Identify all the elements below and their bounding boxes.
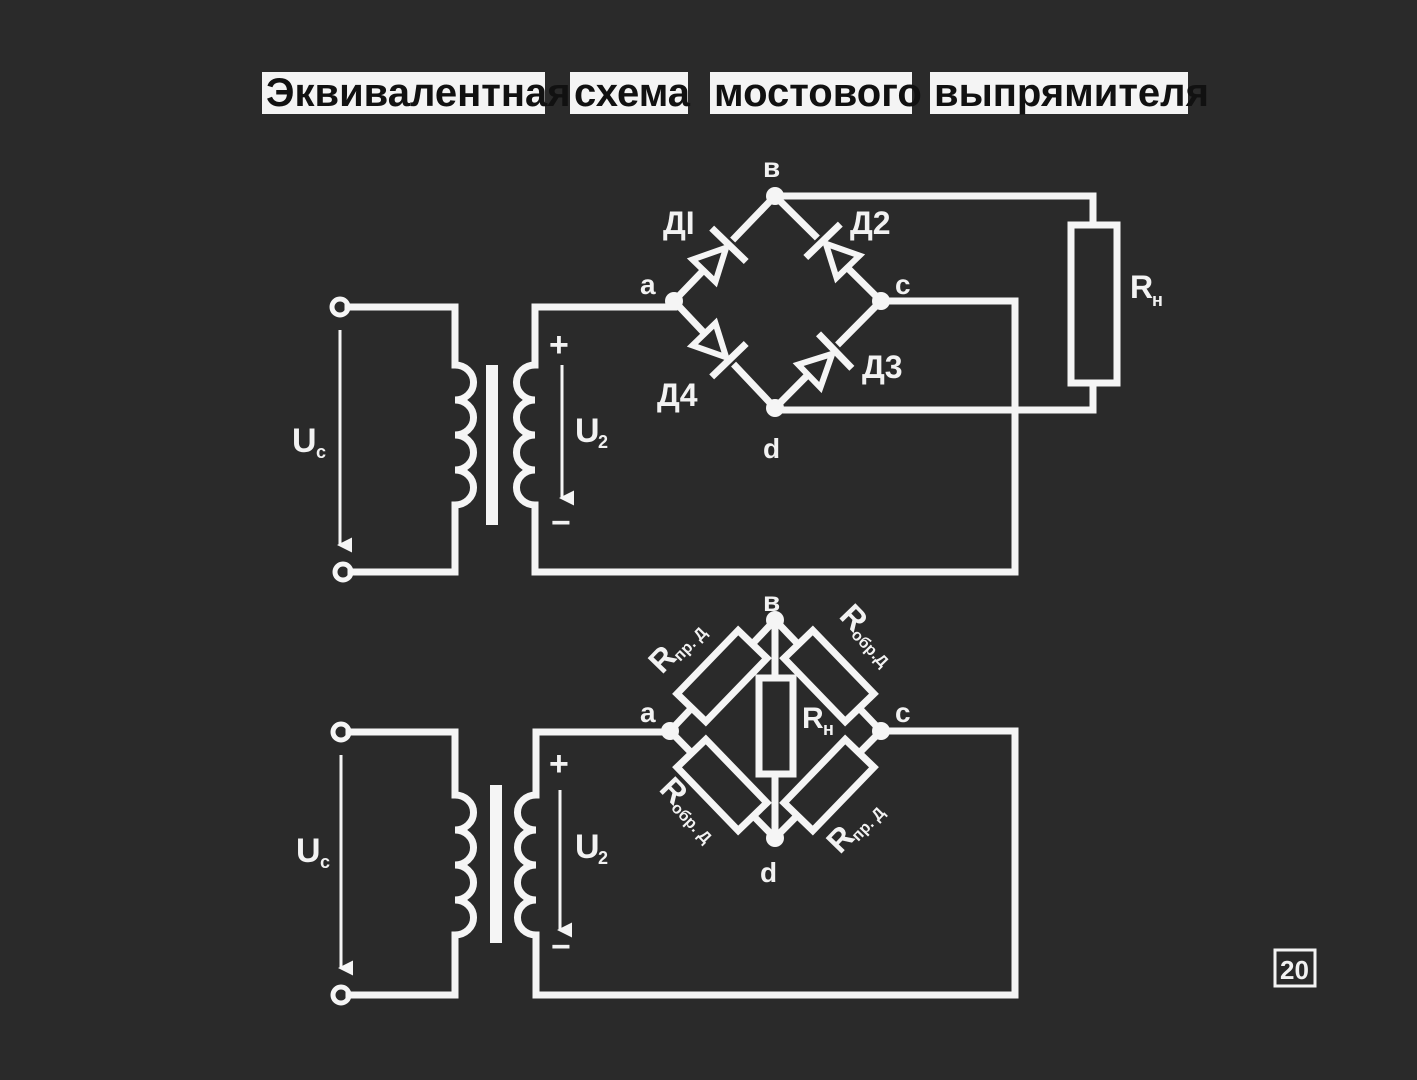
diode-d2 [803, 221, 866, 284]
label-node-d: d [763, 433, 780, 464]
secondary-wire-bottom [531, 297, 1019, 576]
label-r-fwd-1-sub: пр. Д [671, 624, 711, 665]
load-resistor [1067, 221, 1121, 387]
label-node-c-2: с [895, 697, 911, 728]
label-node-b: в [763, 152, 780, 183]
label-uc-sub-2: с [320, 852, 330, 872]
secondary-wire-bottom-2 [532, 727, 1019, 999]
secondary-coil-2 [514, 791, 540, 939]
primary-wire [344, 303, 459, 576]
transformer-core-2 [490, 785, 502, 943]
node-d-2 [766, 829, 784, 847]
label-minus: − [551, 504, 571, 542]
label-d2: Д2 [850, 205, 891, 241]
label-d1: ДI [663, 205, 695, 241]
primary-coil [451, 361, 477, 509]
secondary-wire-top [531, 303, 678, 369]
label-node-b-2: в [763, 586, 780, 617]
node-c-2 [872, 722, 890, 740]
label-load-r: R [1130, 269, 1153, 305]
node-c [872, 292, 890, 310]
label-uc-sub: с [316, 442, 326, 462]
label-r-rev-2-sub: обр. Д [668, 800, 715, 848]
label-plus: + [549, 326, 569, 364]
load-wire [771, 192, 1097, 414]
diode-d3 [792, 331, 855, 394]
transformer-core [486, 365, 498, 525]
label-node-d-2: d [760, 857, 777, 888]
secondary-wire-top-2 [532, 728, 674, 799]
label-u2-2: U [575, 828, 600, 866]
resistor-rev-1 [779, 625, 879, 727]
title-word-1: Эквивалентная [266, 71, 571, 115]
label-r-rev-1-sub: обр.Д [848, 627, 892, 672]
secondary-coil [513, 361, 539, 509]
page-number: 20 [1280, 955, 1309, 985]
primary-wire-2 [345, 728, 459, 999]
title-word-4: выпрямителя [934, 71, 1209, 115]
label-plus-2: + [549, 745, 569, 783]
label-d3: Д3 [862, 349, 903, 385]
resistor-rev-2 [672, 734, 772, 836]
label-d4: Д4 [657, 377, 698, 413]
label-uc: U [292, 422, 317, 460]
node-b-2 [766, 611, 784, 629]
primary-coil-2 [451, 791, 477, 939]
bottom-circuit: в а с d R пр. Д R обр.Д R обр. Д R пр. Д… [296, 586, 1019, 1006]
title-word-3: мостового [714, 71, 922, 115]
label-u2-sub: 2 [598, 432, 608, 452]
label-u2-sub-2: 2 [598, 848, 608, 868]
label-node-a-2: а [640, 697, 656, 728]
label-u2: U [575, 412, 600, 450]
resistor-fwd-1 [672, 625, 772, 727]
slide-title: Эквивалентная схема мостового выпрямител… [262, 71, 1209, 115]
title-word-2: схема [574, 71, 691, 115]
label-r-fwd-2-sub: пр. Д [849, 804, 889, 845]
top-circuit: в а с d ДI Д2 Д3 Д4 R н U с U 2 + − [292, 152, 1163, 583]
load-resistor-2 [755, 674, 797, 778]
label-node-a: а [640, 269, 656, 300]
label-load-r-2: R [802, 702, 824, 735]
label-load-sub: н [1152, 290, 1163, 310]
label-minus-2: − [551, 928, 571, 966]
page-number-box: 20 [1273, 948, 1317, 988]
diode-d4 [686, 317, 749, 380]
node-a [665, 292, 683, 310]
node-a-2 [661, 722, 679, 740]
resistor-fwd-2 [779, 734, 879, 836]
diode-d1 [686, 225, 749, 288]
label-uc-2: U [296, 832, 321, 870]
label-node-c: с [895, 269, 911, 300]
label-load-sub-2: н [823, 719, 834, 739]
